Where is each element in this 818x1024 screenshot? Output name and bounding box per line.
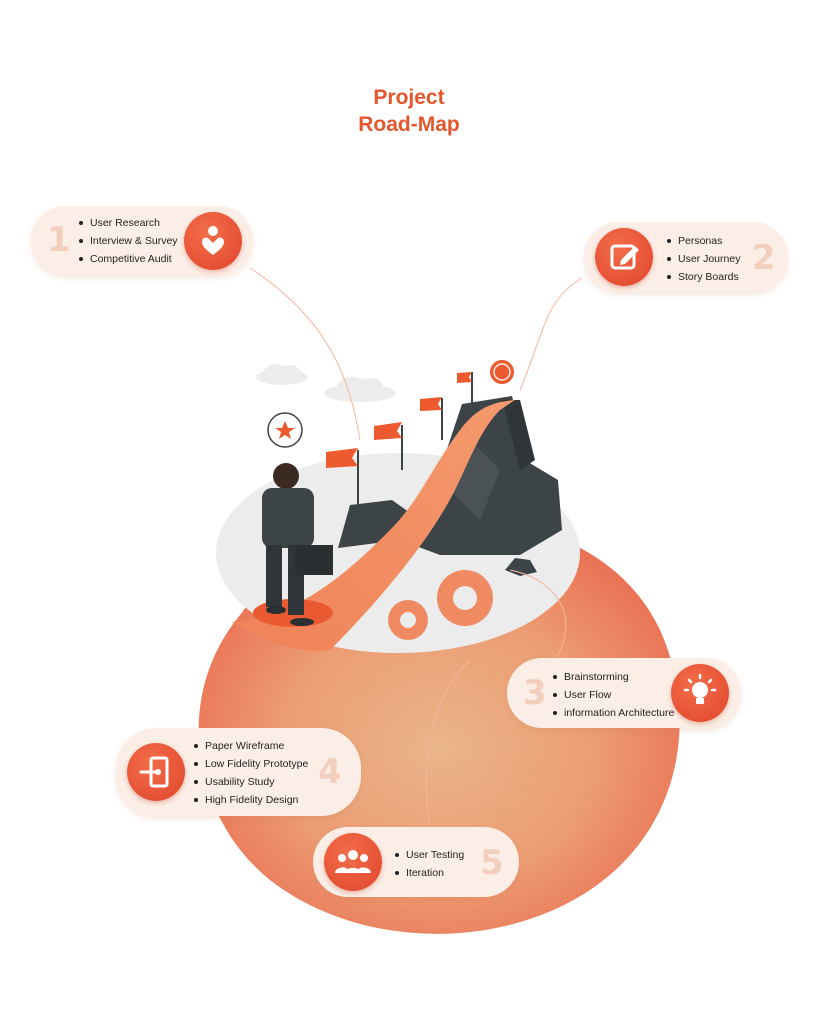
step-card-5: User Testing Iteration 5 [313,827,519,897]
list-item: Brainstorming [553,668,674,686]
step-number: 4 [318,752,342,792]
orange-path [232,400,515,651]
step-card-2: Personas User Journey Story Boards 2 [584,222,788,292]
step-number: 1 [47,220,71,260]
step-icon-2 [595,228,653,286]
step-list: User Testing Iteration [395,846,464,882]
step-list: Brainstorming User Flow information Arch… [553,668,674,722]
list-item: User Journey [667,250,740,268]
door-exit-icon [139,756,169,788]
connector-2 [519,277,583,391]
gear-large [437,570,493,626]
small-rock [505,558,537,576]
step-icon-5 [324,833,382,891]
businessman [262,412,333,626]
flag-cloths [326,372,472,468]
list-item: User Testing [395,846,464,864]
title-line-2: Road-Map [358,113,460,136]
list-item: Iteration [395,864,464,882]
step-icon-3 [671,664,729,722]
step-card-4: Paper Wireframe Low Fidelity Prototype U… [116,728,361,816]
cloud-right [324,377,396,402]
page-title: Project Road-Map [0,84,818,138]
connector-1 [249,267,361,441]
gear-small [388,600,428,640]
step-number: 2 [752,238,776,278]
users-group-icon [335,850,371,873]
list-item: Interview & Survey [79,232,178,250]
edit-pencil-icon [610,244,639,270]
heart-hand-icon [202,226,224,255]
list-item: Paper Wireframe [194,737,308,755]
step-card-3: 3 Brainstorming User Flow information Ar… [507,658,741,728]
step-icon-4 [127,743,185,801]
step-number: 5 [480,843,504,883]
list-item: Competitive Audit [79,250,178,268]
list-item: Personas [667,232,740,250]
connector-3 [509,569,567,661]
cloud-left [256,364,308,385]
step-number: 3 [523,673,547,713]
step-list: Personas User Journey Story Boards [667,232,740,286]
lightbulb-icon [683,673,717,704]
title-line-1: Project [373,86,445,109]
list-item: High Fidelity Design [194,791,308,809]
connector-5 [425,659,471,831]
list-item: Low Fidelity Prototype [194,755,308,773]
step-icon-1 [184,212,242,270]
list-item: User Research [79,214,178,232]
list-item: Usability Study [194,773,308,791]
step-list: Paper Wireframe Low Fidelity Prototype U… [194,737,308,809]
step-list: User Research Interview & Survey Competi… [79,214,178,268]
list-item: information Architecture [553,704,674,722]
list-item: Story Boards [667,268,740,286]
step-card-1: 1 User Research Interview & Survey Compe… [31,206,253,275]
list-item: User Flow [553,686,674,704]
coin-icon [490,360,514,384]
flags [357,372,473,505]
